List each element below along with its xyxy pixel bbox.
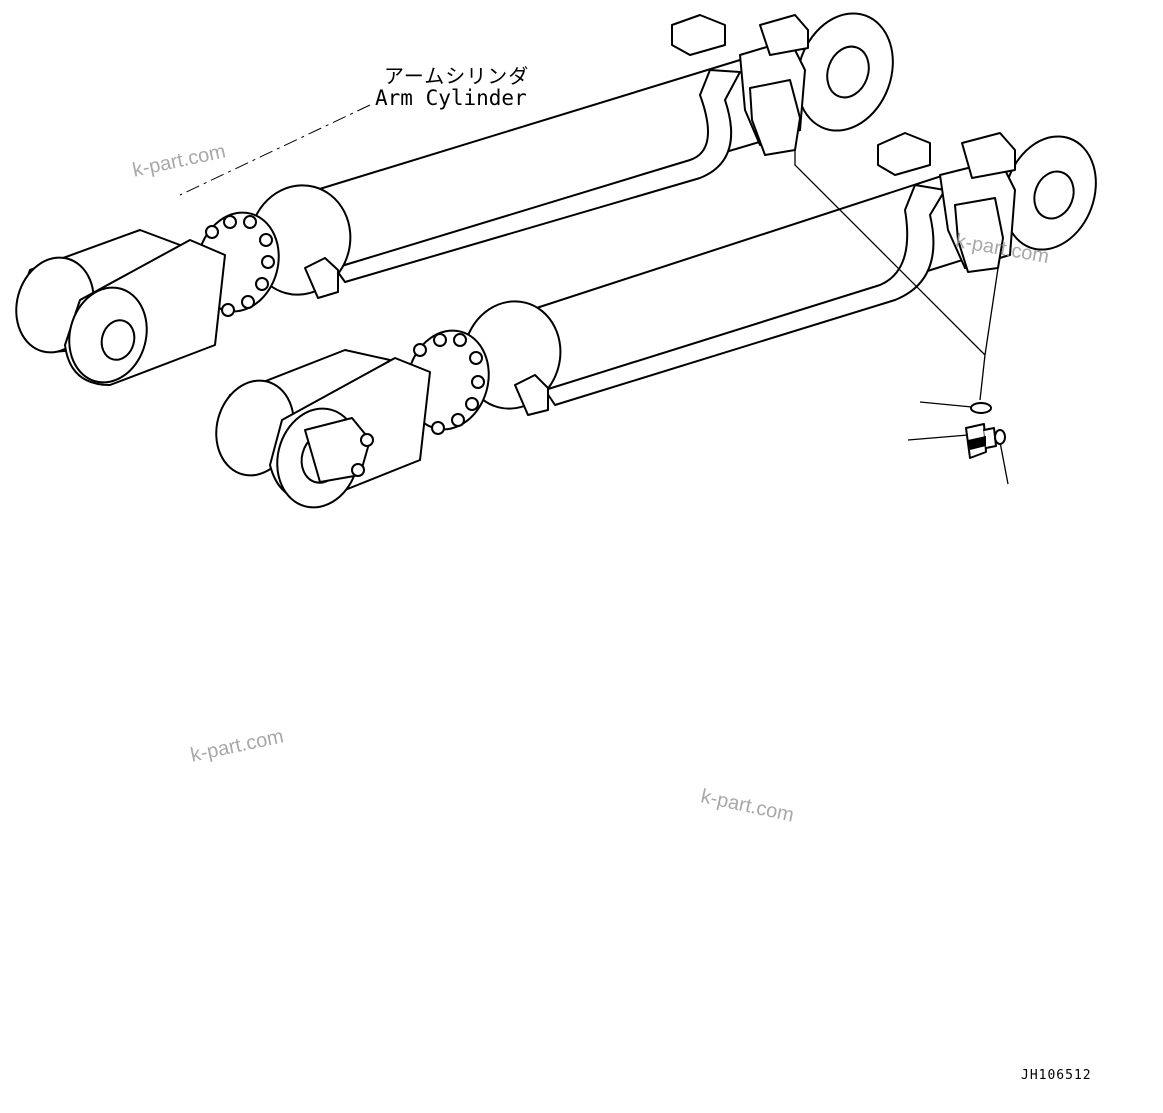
title-japanese: アームシリンダ	[384, 64, 530, 88]
cylinder-2-pipe	[544, 184, 946, 406]
exploded-parts	[965, 402, 1006, 459]
cylinder-1-clamp	[749, 79, 801, 156]
seal-ring-part	[994, 429, 1006, 445]
cylinder-1-clevis-pin	[100, 319, 136, 361]
cylinder-1-pipe	[334, 69, 741, 283]
drawing-id: JH106512	[1021, 1068, 1092, 1083]
cylinder-2-bolts	[413, 333, 485, 435]
cylinder-1-bolts	[205, 215, 275, 317]
cylinder-1-head-bore	[826, 45, 870, 99]
cylinder-2-head-bore	[1033, 170, 1075, 220]
callout-line-3	[999, 441, 1009, 485]
title-english: Arm Cylinder	[375, 86, 527, 110]
arm-cylinder-lower	[215, 132, 1097, 509]
label-leader-upper	[179, 104, 371, 196]
arm-cylinder-upper	[15, 12, 894, 386]
callout-line-1	[919, 401, 973, 408]
leader-cyl2-to-parts	[984, 254, 1001, 356]
leader-parts-to-oring	[979, 354, 986, 401]
cylinder-2-bracket	[877, 132, 931, 176]
leader-cyl1-to-parts	[794, 150, 986, 356]
cylinder-1-pipe-clamp	[304, 257, 339, 299]
leader-lines	[179, 104, 1009, 485]
o-ring-part	[970, 402, 992, 414]
callout-line-2	[907, 434, 969, 441]
cylinder-1-fitting	[759, 14, 809, 56]
cylinder-1-bracket	[671, 14, 726, 56]
valve-fitting-part	[965, 423, 997, 459]
cylinder-2-fitting	[961, 132, 1016, 179]
cylinder-2-pipe-clamp	[514, 374, 549, 416]
